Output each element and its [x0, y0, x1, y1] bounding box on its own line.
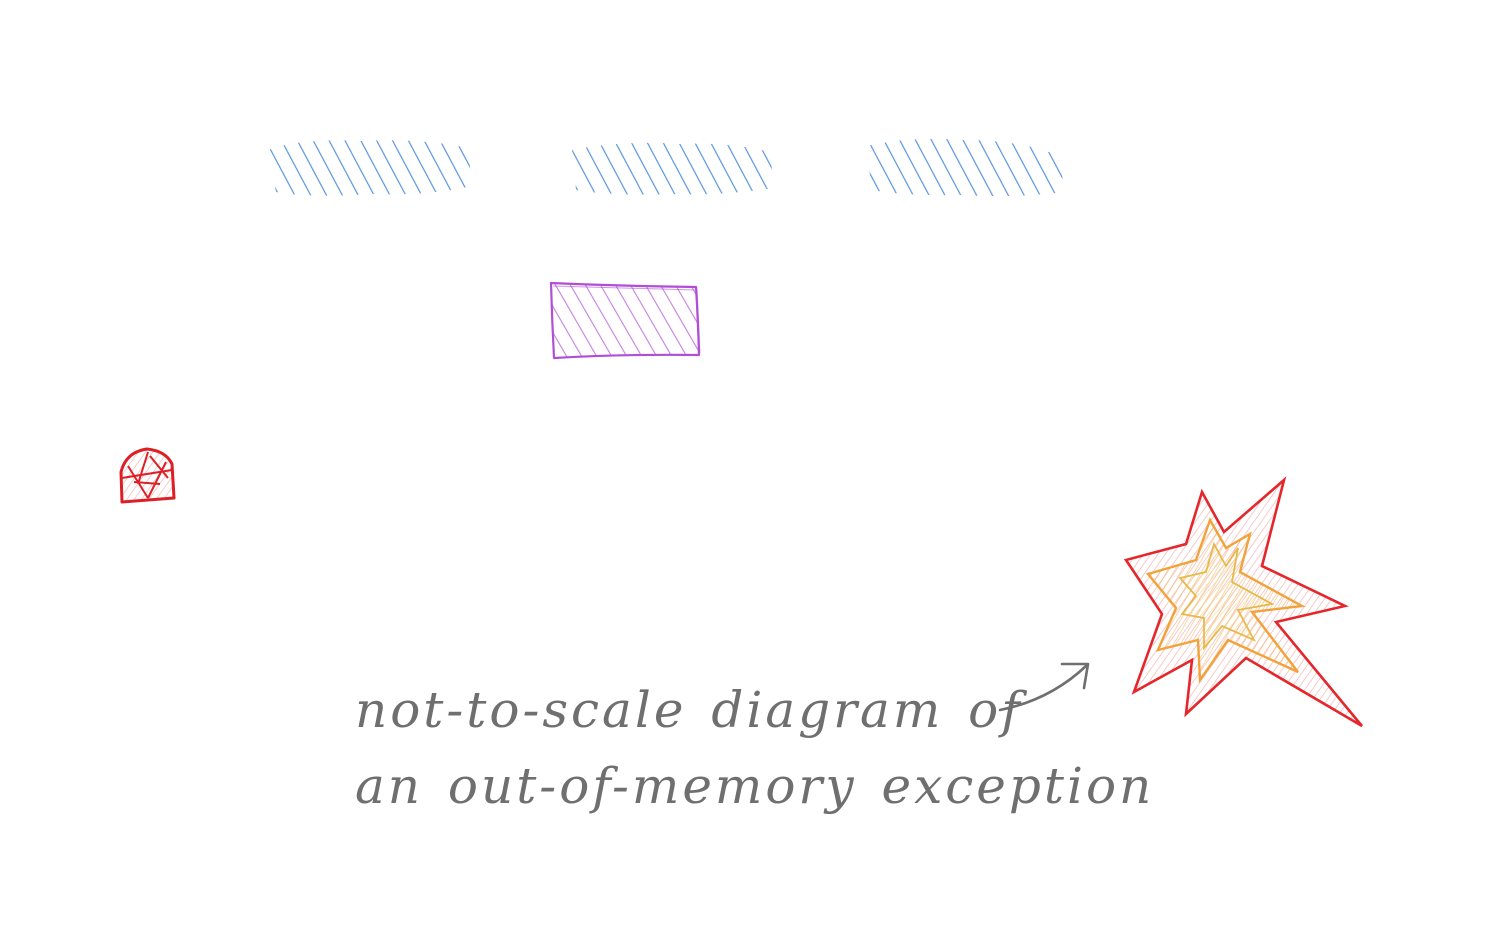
- memory-block-1: [268, 140, 472, 196]
- allocation-box: [549, 281, 701, 360]
- memory-block-3: [866, 138, 1064, 196]
- caption-line-1: not-to-scale diagram of: [355, 681, 1023, 739]
- ruby-gem-icon: [119, 447, 176, 504]
- diagram-caption: not-to-scale diagram of an out-of-memory…: [355, 672, 1155, 824]
- arrow-icon: [998, 662, 1090, 712]
- memory-block-2: [572, 142, 774, 195]
- explosion-icon: [1123, 476, 1364, 728]
- caption-line-2: an out-of-memory exception: [355, 757, 1155, 815]
